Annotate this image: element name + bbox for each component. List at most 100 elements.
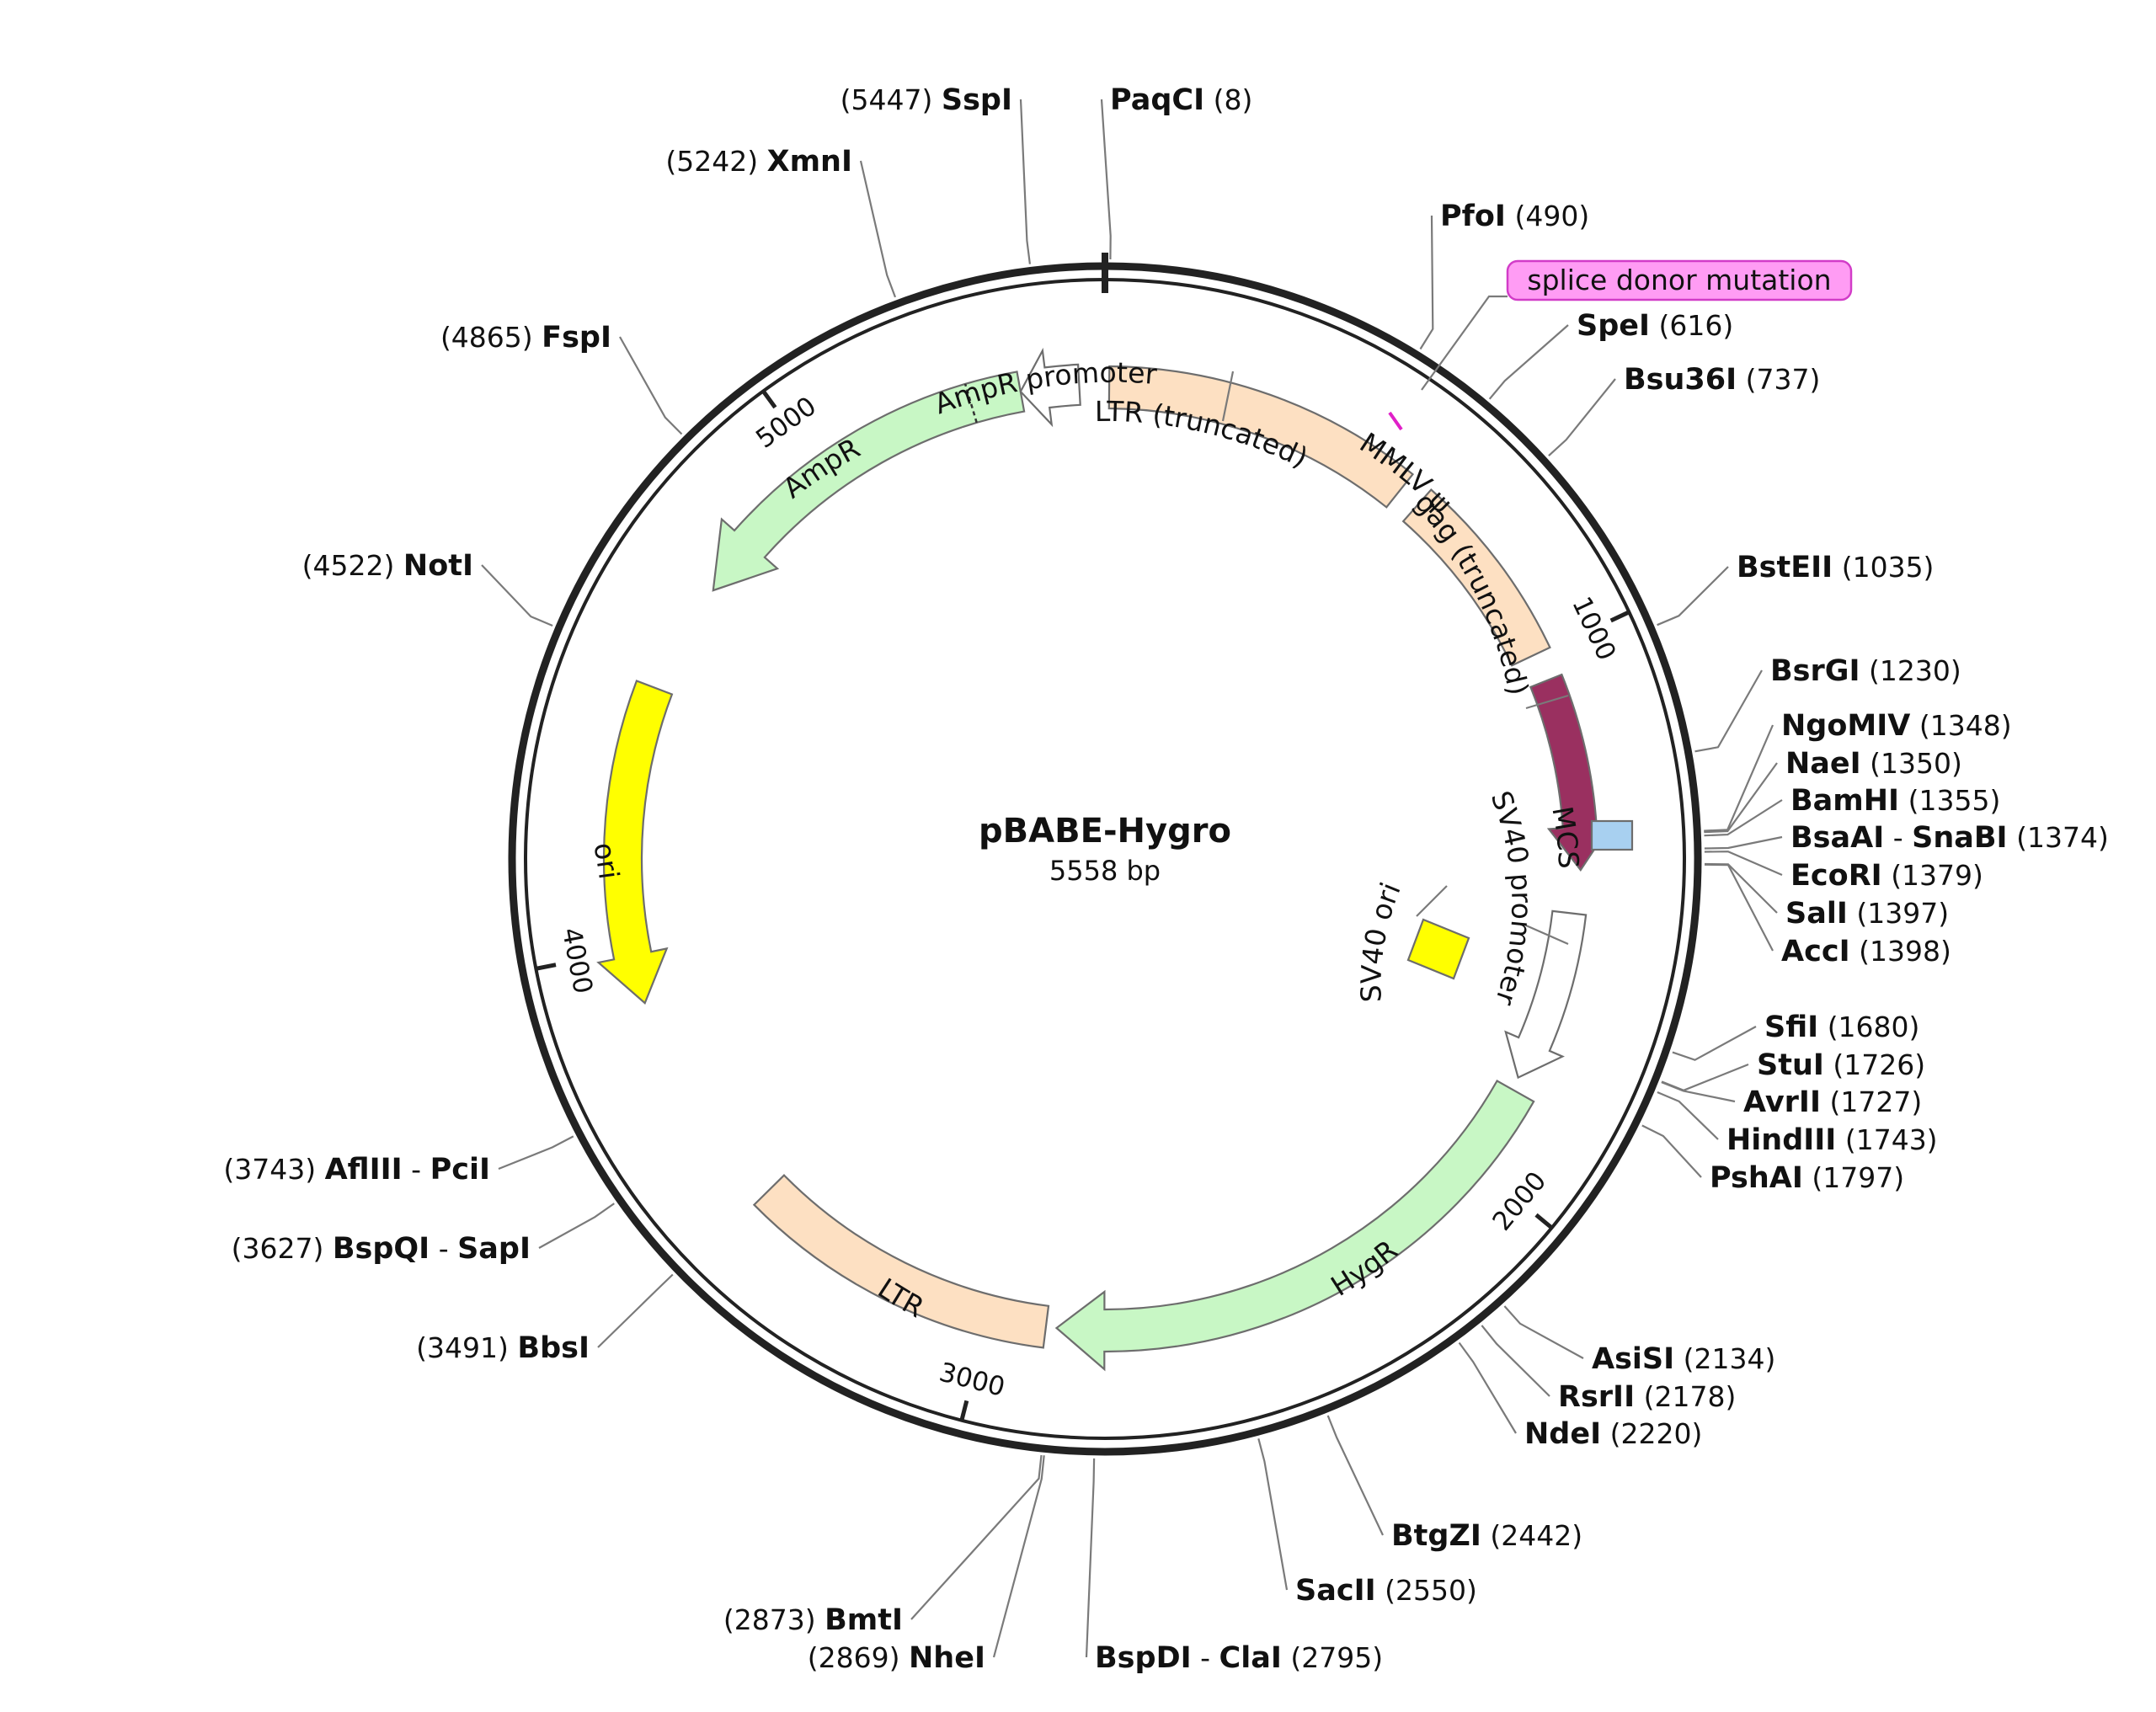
site-position: (2134) bbox=[1684, 1342, 1776, 1375]
site-name: AflIII bbox=[325, 1153, 403, 1187]
leader-sspi bbox=[1019, 99, 1031, 264]
site-separator: - bbox=[430, 1232, 457, 1265]
feature-sv40-promoter-label: SV40 promoter bbox=[1485, 787, 1539, 1010]
site-sspi: (5447) SspI bbox=[841, 83, 1012, 117]
site-position: (1348) bbox=[1919, 709, 2012, 742]
site-name: NaeI bbox=[1785, 747, 1861, 781]
site-avrii: AvrII (1727) bbox=[1743, 1085, 1922, 1119]
tick-4000 bbox=[535, 963, 557, 971]
site-name: XmnI bbox=[767, 145, 852, 179]
site-name: SapI bbox=[457, 1232, 531, 1266]
site-position: (4522) bbox=[302, 549, 395, 582]
site-position: (2442) bbox=[1490, 1519, 1582, 1552]
site-position: (1726) bbox=[1833, 1048, 1925, 1081]
splice-donor-mutation-text: splice donor mutation bbox=[1527, 264, 1831, 296]
site-position: (5447) bbox=[841, 83, 933, 116]
site-separator: - bbox=[1884, 821, 1912, 854]
site-name: BsaAI bbox=[1790, 821, 1884, 855]
leader-sfii bbox=[1672, 1026, 1757, 1061]
site-bsrgi: BsrGI (1230) bbox=[1770, 654, 1961, 688]
site-gap bbox=[932, 83, 942, 116]
site-separator: - bbox=[1192, 1641, 1219, 1674]
leader-xmni bbox=[859, 160, 897, 298]
feature-gag-truncated-shape bbox=[1529, 673, 1613, 872]
leader-rsrii bbox=[1481, 1325, 1550, 1397]
site-name: BtgZI bbox=[1391, 1519, 1481, 1553]
tick-3000 bbox=[959, 1400, 969, 1421]
leader-btgzi bbox=[1326, 1415, 1384, 1536]
site-name: NgoMIV bbox=[1781, 709, 1910, 743]
site-bsu36i: Bsu36I (737) bbox=[1624, 363, 1820, 397]
site-paqci: PaqCI (8) bbox=[1110, 83, 1252, 117]
splice-donor-mutation-mark bbox=[1388, 411, 1403, 431]
feature-sv40-ori-shape bbox=[1406, 918, 1470, 980]
site-name: SacII bbox=[1295, 1574, 1376, 1608]
leader-bbsi bbox=[597, 1273, 674, 1348]
splice-donor-mutation-callout: splice donor mutation bbox=[1506, 259, 1853, 301]
leader-ecori bbox=[1704, 851, 1783, 877]
feature-mcs-shape bbox=[1590, 819, 1634, 851]
site-pfoi: PfoI (490) bbox=[1440, 200, 1589, 233]
site-acci: AccI (1398) bbox=[1781, 935, 1951, 968]
site-btgzi: BtgZI (2442) bbox=[1391, 1519, 1582, 1553]
leader-avrii bbox=[1661, 1081, 1736, 1103]
site-position: (2178) bbox=[1644, 1380, 1737, 1413]
site-position: (1374) bbox=[2016, 821, 2109, 854]
site-position: (1797) bbox=[1812, 1161, 1904, 1194]
site-name: BsrGI bbox=[1770, 654, 1860, 688]
site-name: SfiI bbox=[1764, 1011, 1818, 1044]
feature-mmlv-shape bbox=[1401, 488, 1551, 667]
feature-shapes bbox=[596, 347, 1613, 1372]
site-name: BstEII bbox=[1737, 551, 1833, 584]
site-gap bbox=[1481, 1519, 1491, 1552]
site-name: StuI bbox=[1757, 1048, 1824, 1082]
site-gap bbox=[1204, 83, 1214, 116]
site-gap bbox=[900, 1641, 910, 1674]
site-position: (4865) bbox=[440, 321, 533, 354]
site-position: (2795) bbox=[1290, 1641, 1383, 1674]
site-name: AvrII bbox=[1743, 1085, 1821, 1119]
leader-sacii bbox=[1257, 1438, 1289, 1591]
site-name: SpeI bbox=[1577, 309, 1650, 343]
feature-mcs-label: MCS bbox=[1545, 804, 1585, 870]
site-gap bbox=[1803, 1161, 1812, 1194]
site-ecori: EcoRI (1379) bbox=[1790, 859, 1983, 893]
tick-label-3000: 3000 bbox=[936, 1357, 1007, 1402]
site-gap bbox=[1833, 551, 1842, 584]
leader-bsaai bbox=[1704, 835, 1783, 850]
site-position: (1743) bbox=[1845, 1123, 1938, 1156]
site-gap bbox=[1910, 709, 1919, 742]
plasmid-size: 5558 bp bbox=[1049, 855, 1161, 887]
site-bspdi-clai: BspDI - ClaI (2795) bbox=[1095, 1641, 1383, 1675]
site-gap bbox=[758, 145, 767, 178]
site-position: (2550) bbox=[1385, 1574, 1477, 1607]
site-gap bbox=[1674, 1342, 1684, 1375]
site-noti: (4522) NotI bbox=[302, 549, 473, 583]
site-name: BspDI bbox=[1095, 1641, 1192, 1675]
site-position: (1397) bbox=[1856, 897, 1949, 930]
plasmid-name: pBABE-Hygro bbox=[979, 812, 1231, 851]
leader-acci bbox=[1704, 863, 1774, 952]
site-spei: SpeI (616) bbox=[1577, 309, 1733, 343]
feature-ampr-shape bbox=[712, 371, 1026, 592]
ltr-truncated-leader bbox=[1221, 371, 1235, 422]
site-name: PaqCI bbox=[1110, 83, 1204, 117]
site-leader-lines bbox=[481, 99, 1783, 1658]
site-name: SalI bbox=[1785, 897, 1848, 931]
site-name: NotI bbox=[403, 549, 473, 583]
site-name: AccI bbox=[1781, 935, 1850, 968]
site-gap bbox=[1376, 1574, 1385, 1607]
leader-hindiii bbox=[1657, 1091, 1719, 1140]
site-gap bbox=[1506, 200, 1515, 232]
site-gap bbox=[1836, 1123, 1845, 1156]
site-xmni: (5242) XmnI bbox=[665, 145, 852, 179]
site-position: (1350) bbox=[1870, 747, 1962, 780]
site-sacii: SacII (2550) bbox=[1295, 1574, 1477, 1608]
site-hindiii: HindIII (1743) bbox=[1726, 1123, 1938, 1157]
site-ngomiv: NgoMIV (1348) bbox=[1781, 709, 2012, 743]
leader-bspdi bbox=[1085, 1458, 1096, 1658]
tick-label-2000: 2000 bbox=[1486, 1166, 1552, 1237]
tick-label-1000: 1000 bbox=[1566, 592, 1621, 665]
site-separator: - bbox=[403, 1153, 430, 1186]
